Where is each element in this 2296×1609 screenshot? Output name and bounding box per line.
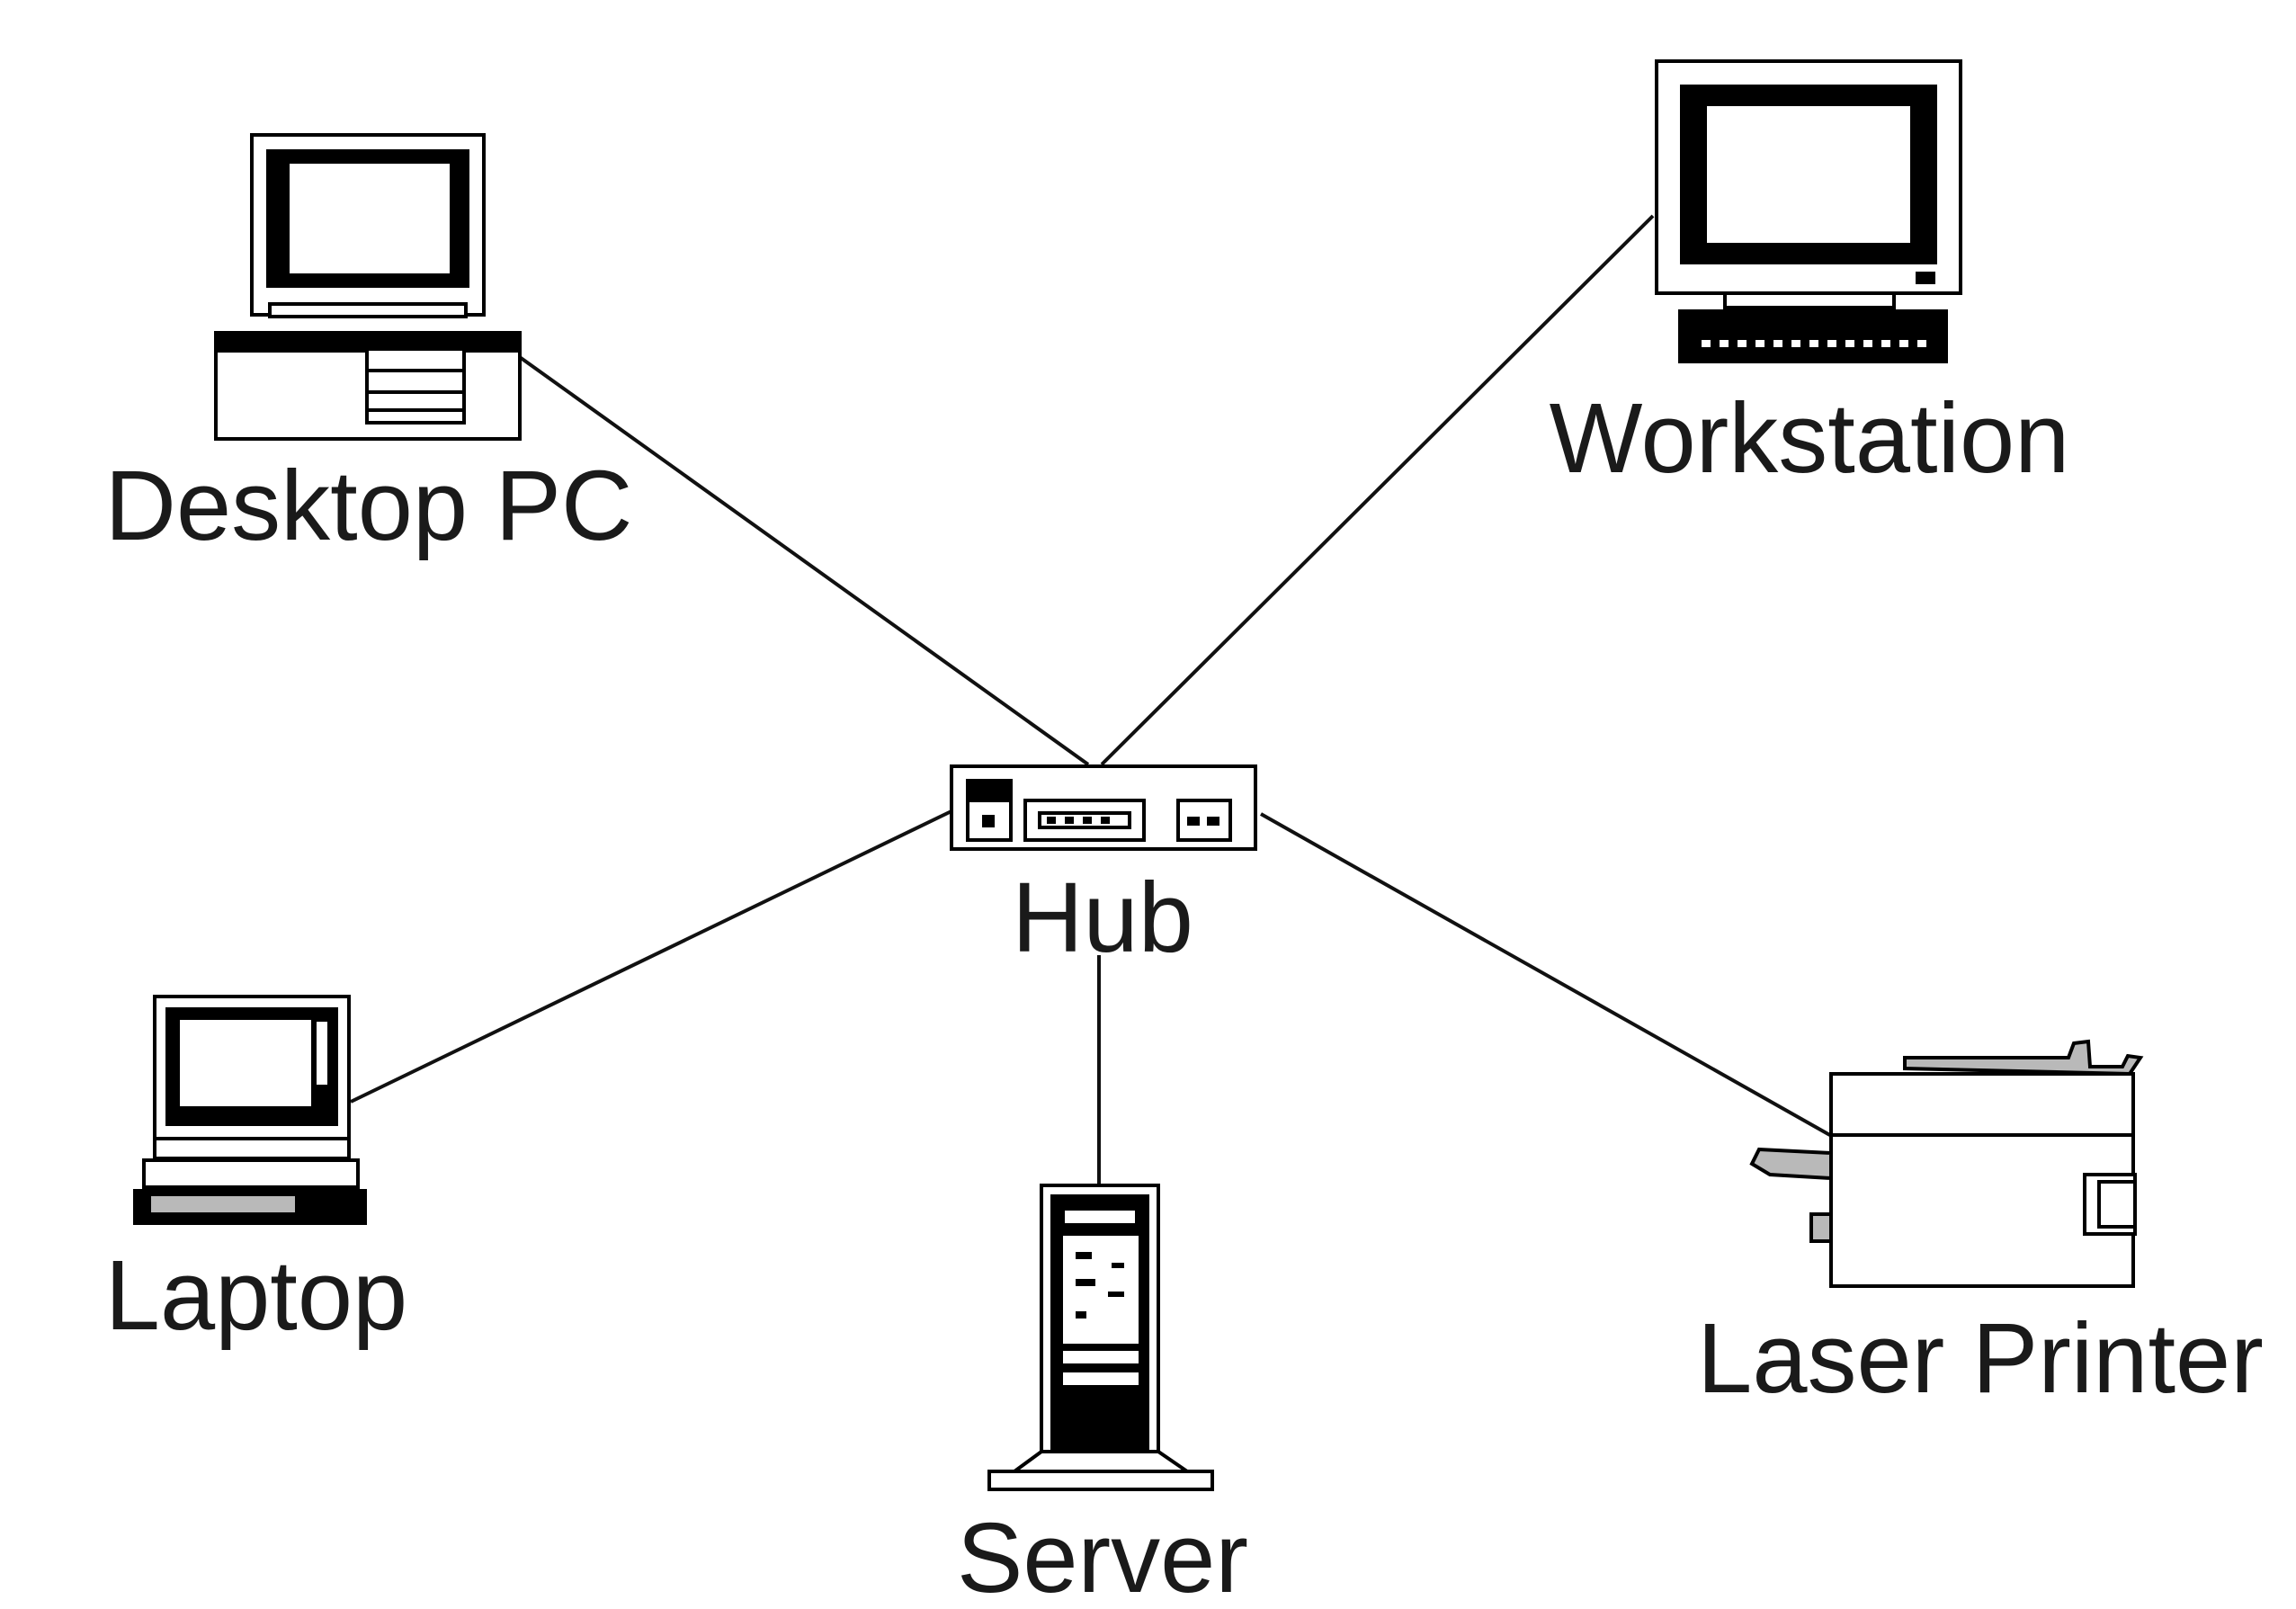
hub-node: Hub	[950, 764, 1257, 973]
laser-printer-icon	[1749, 1039, 2144, 1288]
workstation-label: Workstation	[1550, 383, 2070, 494]
server-label: Server	[957, 1503, 1248, 1609]
laptop-icon	[133, 995, 367, 1225]
workstation-node: Workstation	[1550, 59, 2070, 494]
laptop-node: Laptop	[105, 995, 407, 1351]
hub-label: Hub	[1012, 863, 1193, 973]
laser-printer-label: Laser Printer	[1697, 1303, 2264, 1414]
edge-desktop-hub	[515, 353, 1090, 766]
edge-workstation-hub	[1100, 214, 1655, 766]
network-hub-icon	[950, 764, 1257, 851]
server-node: Server	[957, 1184, 1248, 1609]
edge-printer-hub	[1260, 812, 1836, 1140]
tower-server-icon	[987, 1184, 1214, 1491]
edge-laptop-hub	[350, 808, 956, 1104]
laptop-label: Laptop	[105, 1240, 407, 1351]
printer-node: Laser Printer	[1697, 1039, 2264, 1414]
workstation-monitor-icon	[1655, 59, 1962, 363]
connections	[350, 214, 1836, 1187]
desktop-pc-node: Desktop PC	[105, 133, 633, 561]
desktop-pc-icon	[214, 133, 522, 441]
desktop-pc-label: Desktop PC	[105, 451, 633, 561]
